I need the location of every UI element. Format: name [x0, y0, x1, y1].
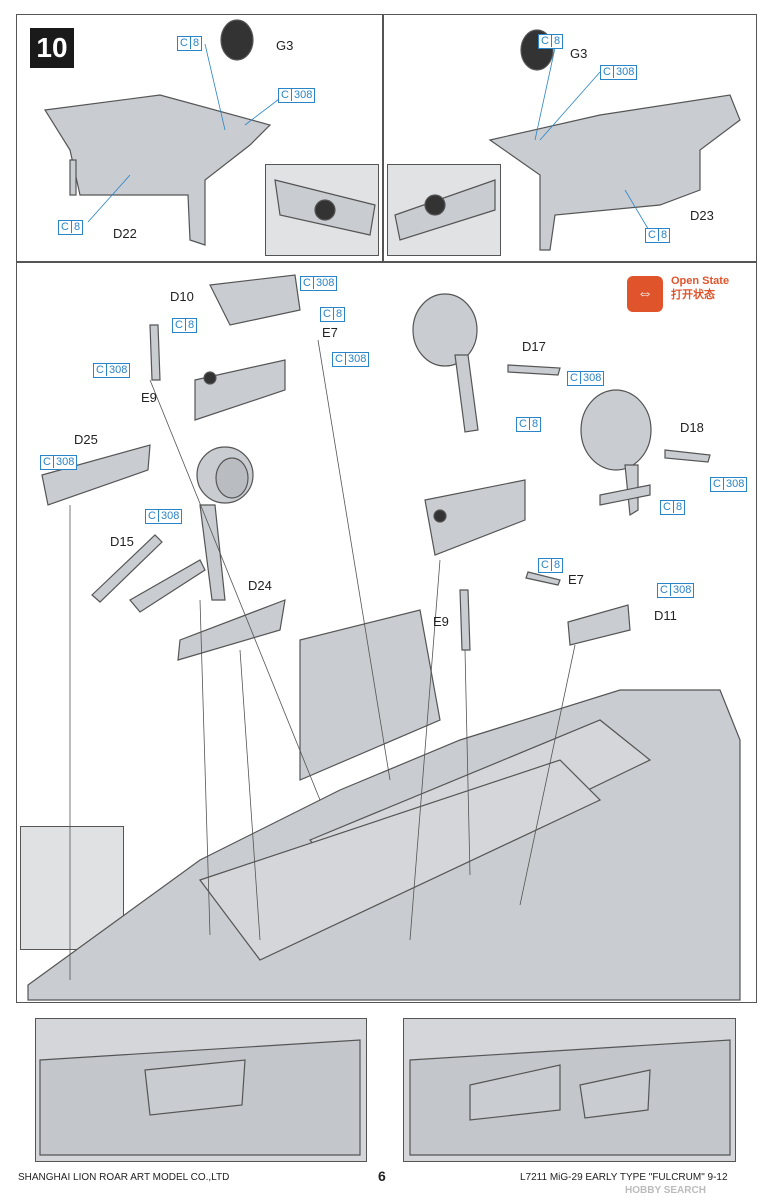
e9-left-part: [149, 324, 161, 381]
e9-right-part: [459, 589, 471, 651]
open-state-cn: 打开状态: [671, 289, 715, 301]
open-state-en: Open State: [671, 275, 730, 287]
label-e7-left: E7: [322, 325, 338, 340]
footer-watermark: HOBBY SEARCH: [625, 1185, 706, 1196]
wheel-lower-right: [580, 389, 652, 471]
d18-part: [664, 449, 711, 463]
label-d18: D18: [680, 420, 704, 435]
d17-part: [507, 364, 561, 376]
label-d15: D15: [110, 534, 134, 549]
step-number-badge: 10: [30, 28, 74, 68]
label-g3-left: G3: [276, 38, 294, 53]
open-state-label: Open State 打开状态: [671, 274, 729, 302]
label-d10: D10: [170, 289, 194, 304]
label-d22: D22: [113, 226, 137, 241]
label-d23: D23: [690, 208, 714, 223]
bay-door-right-part: [488, 94, 741, 251]
d24-part: [177, 599, 286, 661]
open-state-icon: ⇔: [627, 276, 663, 312]
label-g3-right: G3: [570, 46, 588, 61]
label-d11: D11: [654, 608, 677, 623]
footer-company: SHANGHAI LION ROAR ART MODEL CO.,LTD: [18, 1172, 230, 1183]
label-d17: D17: [522, 339, 546, 354]
d11-part: [567, 604, 631, 646]
label-e7-right: E7: [568, 572, 584, 587]
d15-part: [91, 534, 163, 603]
d25-part: [41, 444, 151, 506]
e7-right-part: [525, 571, 561, 586]
footer-page-number: 6: [378, 1168, 386, 1184]
footer-product: L7211 MiG-29 EARLY TYPE "FULCRUM" 9-12: [520, 1172, 728, 1183]
d10-part: [209, 274, 301, 326]
wheel-upper-right: [412, 293, 478, 367]
aircraft-fin: [299, 609, 441, 781]
label-e9-left: E9: [141, 390, 157, 405]
label-e9-right: E9: [433, 614, 449, 629]
label-d24: D24: [248, 578, 272, 593]
g3-part-left: [220, 19, 254, 61]
label-d25: D25: [74, 432, 98, 447]
